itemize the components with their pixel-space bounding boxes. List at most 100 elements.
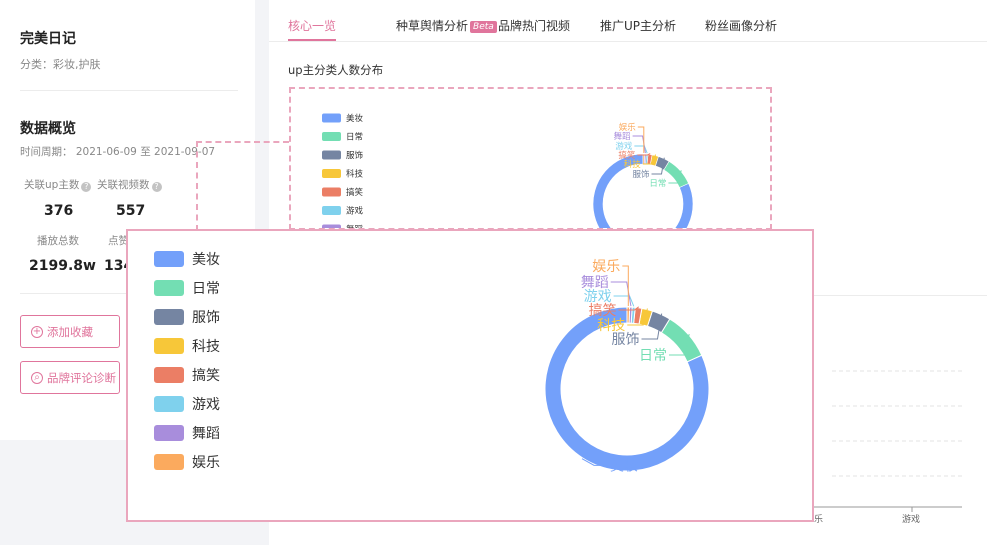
label-leader-line <box>668 333 690 356</box>
brand-category: 分类：彩妆,护肤 <box>20 58 101 71</box>
pie-slice[interactable] <box>544 306 710 472</box>
brand-name: 完美日记 <box>20 31 76 47</box>
label-leader-line <box>622 265 629 307</box>
legend-swatch[interactable] <box>154 367 184 383</box>
legend-swatch[interactable] <box>322 206 341 215</box>
legend-swatch[interactable] <box>322 169 341 178</box>
legend-label[interactable]: 搞笑 <box>192 368 220 384</box>
slice-label: 舞蹈 <box>581 275 609 291</box>
donut-chart-zoomed: 美妆日常服饰科技搞笑游戏舞蹈娱乐美妆日常服饰科技搞笑游戏舞蹈娱乐 <box>154 251 710 474</box>
label-leader-line <box>627 308 648 326</box>
legend-label[interactable]: 游戏 <box>192 397 220 413</box>
background-chart-panel: 乐 游戏 <box>812 295 987 545</box>
help-icon[interactable]: ? <box>81 182 92 192</box>
legend-label[interactable]: 服饰 <box>346 150 364 161</box>
legend-label[interactable]: 科技 <box>192 339 220 355</box>
divider <box>20 90 238 91</box>
stat-value-likes: 134 <box>104 258 134 274</box>
slice-label: 日常 <box>639 348 667 364</box>
add-favorite-button[interactable]: + 添加收藏 <box>20 315 120 348</box>
tab-fan-portrait[interactable]: 粉丝画像分析 <box>705 19 778 33</box>
legend-swatch[interactable] <box>322 150 341 160</box>
slice-label: 娱乐 <box>592 259 620 275</box>
legend-label[interactable]: 科技 <box>346 169 364 180</box>
slice-label: 科技 <box>624 159 642 170</box>
stat-value-video-count: 557 <box>116 203 146 219</box>
slice-label: 美妆 <box>610 458 638 474</box>
label-leader-line <box>610 281 632 307</box>
legend-swatch[interactable] <box>154 454 184 470</box>
legend-swatch[interactable] <box>154 280 184 296</box>
label-leader-line <box>668 170 682 184</box>
time-period: 时间周期： 2021-06-09 至 2021-09-07 <box>20 146 216 158</box>
legend-swatch[interactable] <box>154 425 184 441</box>
label-leader-line <box>632 135 646 154</box>
legend-swatch[interactable] <box>154 396 184 412</box>
plus-icon: + <box>31 325 43 338</box>
slice-label: 服饰 <box>633 169 651 180</box>
legend-swatch[interactable] <box>322 224 341 229</box>
axis-tick-label: 乐 <box>814 513 823 525</box>
label-leader-line <box>637 126 645 154</box>
legend-swatch[interactable] <box>154 338 184 354</box>
legend-label[interactable]: 舞蹈 <box>346 224 363 228</box>
legend-swatch[interactable] <box>322 132 341 141</box>
axis-tick-label: 游戏 <box>902 513 920 525</box>
help-icon[interactable]: ? <box>151 182 162 192</box>
label-leader-line <box>651 157 665 175</box>
zoom-connector <box>196 141 289 231</box>
legend-label[interactable]: 日常 <box>192 281 220 297</box>
legend-swatch[interactable] <box>154 309 184 325</box>
pie-slice[interactable] <box>592 153 694 228</box>
slice-label: 科技 <box>597 318 625 334</box>
stat-label-video-count: 关联视频数? <box>97 177 162 192</box>
tab-hot-videos[interactable]: 品牌热门视频 <box>498 19 571 33</box>
slice-label: 舞蹈 <box>614 131 631 142</box>
legend-label[interactable]: 娱乐 <box>192 455 220 471</box>
legend-label[interactable]: 舞蹈 <box>192 426 220 442</box>
pie-slice[interactable] <box>642 153 645 165</box>
legend-swatch[interactable] <box>322 113 341 123</box>
chart-card-zoomed: 美妆日常服饰科技搞笑游戏舞蹈娱乐美妆日常服饰科技搞笑游戏舞蹈娱乐 <box>126 229 814 522</box>
label-leader-line <box>581 458 609 466</box>
legend-label[interactable]: 搞笑 <box>346 187 364 198</box>
section-title: up主分类人数分布 <box>288 63 384 77</box>
stat-label-up-count: 关联up主数? <box>24 177 92 192</box>
stat-value-plays: 2199.8w <box>29 258 96 274</box>
tab-core-overview[interactable]: 核心一览 <box>288 19 337 33</box>
stat-label-plays: 播放总数 <box>37 235 79 247</box>
slice-label: 游戏 <box>615 141 633 152</box>
active-tab-indicator <box>288 39 336 41</box>
legend-label[interactable]: 美妆 <box>192 252 220 268</box>
legend-label[interactable]: 游戏 <box>346 206 364 217</box>
background-chart: 乐 游戏 <box>812 370 962 525</box>
stat-label-likes: 点赞 <box>108 235 129 247</box>
tab-promo-up[interactable]: 推广UP主分析 <box>600 19 677 33</box>
slice-label: 游戏 <box>584 289 612 305</box>
pie-slice[interactable] <box>663 160 689 188</box>
label-leader-line <box>642 154 657 165</box>
slice-label: 搞笑 <box>618 150 636 161</box>
legend-swatch[interactable] <box>322 187 341 197</box>
beta-badge: Beta <box>470 21 497 33</box>
search-icon: ⌕ <box>31 371 43 384</box>
slice-label: 服饰 <box>611 332 639 348</box>
slice-label: 搞笑 <box>589 303 617 319</box>
slice-label: 娱乐 <box>619 122 637 133</box>
stat-value-up-count: 376 <box>44 203 74 219</box>
label-leader-line <box>641 313 663 340</box>
legend-label[interactable]: 服饰 <box>192 310 220 326</box>
label-leader-line <box>618 306 640 311</box>
label-leader-line <box>637 153 651 156</box>
pie-slice[interactable] <box>626 306 631 324</box>
legend-label[interactable]: 日常 <box>346 132 363 143</box>
brand-comment-diagnose-button[interactable]: ⌕ 品牌评论诊断 <box>20 361 120 394</box>
legend-swatch[interactable] <box>154 251 184 267</box>
overview-title: 数据概览 <box>20 121 76 137</box>
slice-label: 日常 <box>649 178 666 189</box>
legend-label[interactable]: 美妆 <box>346 113 364 124</box>
